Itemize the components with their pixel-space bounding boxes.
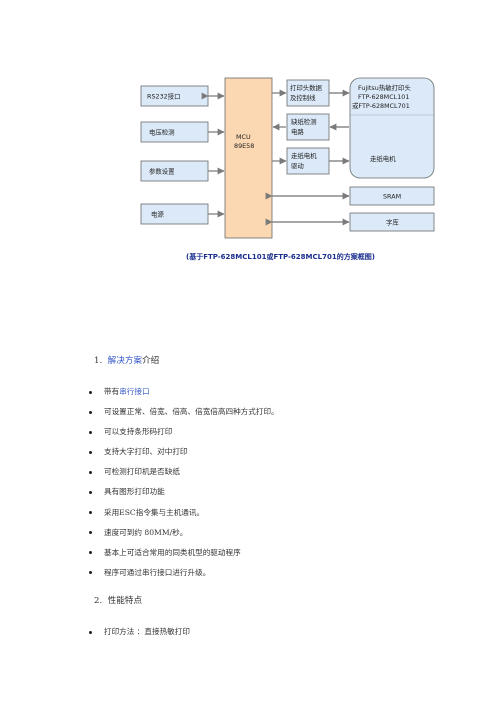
section-1-list: 带有串行接口 可设置正常、倍宽、倍高、倍宽倍高四种方式打印。 可以支持条形码打印… [86, 387, 279, 588]
solution-block-diagram: RS232接口 电压检测 参数设置 电源 MCU 89E58 打印头数据 及控制… [138, 76, 438, 261]
section-2-heading: 2. 性能特点 [94, 594, 142, 606]
block-voltage-detect: 电压检测 [140, 121, 209, 143]
diagram-connectors [201, 89, 350, 226]
list-item: 程序可通过串行接口进行升级。 [86, 568, 279, 588]
list-item: 打印方法 ：直接热敏打印 [86, 627, 190, 647]
block-motor-drive: 走纸电机 驱动 [286, 147, 330, 175]
section-2-list: 打印方法 ：直接热敏打印 [86, 627, 190, 647]
svg-text:SRAM: SRAM [383, 193, 401, 201]
svg-text:驱动: 驱动 [291, 162, 304, 170]
list-item: 速度可到约 80MM/秒。 [86, 528, 279, 548]
list-item: 带有串行接口 [86, 387, 279, 407]
solution-link[interactable]: 解决方案 [107, 356, 143, 366]
block-printhead-data: 打印头数据 及控制线 [286, 79, 330, 107]
svg-text:字库: 字库 [386, 218, 399, 227]
section-2-title: 性能特点 [107, 596, 143, 606]
svg-text:缺纸检测: 缺纸检测 [291, 117, 317, 126]
svg-text:参数设置: 参数设置 [149, 167, 175, 176]
block-rs232: RS232接口 [140, 85, 209, 107]
svg-text:电源: 电源 [151, 210, 164, 219]
list-item: 可以支持条形码打印 [86, 427, 279, 447]
list-item: 支持大字打印、对中打印 [86, 447, 279, 467]
section-1-number: 1. [94, 356, 103, 366]
svg-text:MCU: MCU [236, 133, 251, 141]
list-item: 可检测打印机是否缺纸 [86, 467, 279, 487]
svg-text:或FTP-628MCL701: 或FTP-628MCL701 [352, 101, 410, 110]
list-item: 采用ESC指令集与主机通讯。 [86, 508, 279, 528]
svg-text:电路: 电路 [291, 127, 304, 136]
svg-text:FTP-628MCL101: FTP-628MCL101 [358, 93, 409, 101]
svg-text:及控制线: 及控制线 [290, 93, 316, 102]
diagram-caption: (基于FTP-628MCL101或FTP-628MCL701的方案框图) [186, 252, 375, 261]
svg-text:89E58: 89E58 [234, 142, 254, 150]
section-2-number: 2. [94, 596, 103, 606]
svg-text:打印头数据: 打印头数据 [290, 83, 323, 92]
block-sram: SRAM [349, 186, 435, 206]
list-item: 基本上可适合常用的同类机型的驱动程序 [86, 548, 279, 568]
block-paper-detect: 缺纸检测 电路 [286, 113, 330, 141]
block-power: 电源 [140, 203, 209, 225]
section-1-title-suffix: 介绍 [142, 356, 160, 366]
svg-text:电压检测: 电压检测 [149, 128, 175, 137]
svg-text:Fujitsu热敏打印头: Fujitsu热敏打印头 [358, 83, 411, 92]
list-item: 具有图形打印功能 [86, 487, 279, 507]
block-font-library: 字库 [349, 212, 435, 232]
svg-text:走纸电机: 走纸电机 [291, 151, 317, 160]
list-item: 可设置正常、倍宽、倍高、倍宽倍高四种方式打印。 [86, 407, 279, 427]
svg-text:RS232接口: RS232接口 [147, 92, 180, 101]
section-1-heading: 1. 解决方案介绍 [94, 354, 159, 366]
svg-text:走纸电机: 走纸电机 [370, 154, 396, 163]
block-fujitsu-printhead: Fujitsu热敏打印头 FTP-628MCL101 或FTP-628MCL70… [349, 77, 435, 179]
block-parameter-settings: 参数设置 [140, 160, 209, 182]
block-mcu: MCU 89E58 [224, 77, 273, 239]
serial-interface-link[interactable]: 串行接口 [119, 387, 150, 396]
